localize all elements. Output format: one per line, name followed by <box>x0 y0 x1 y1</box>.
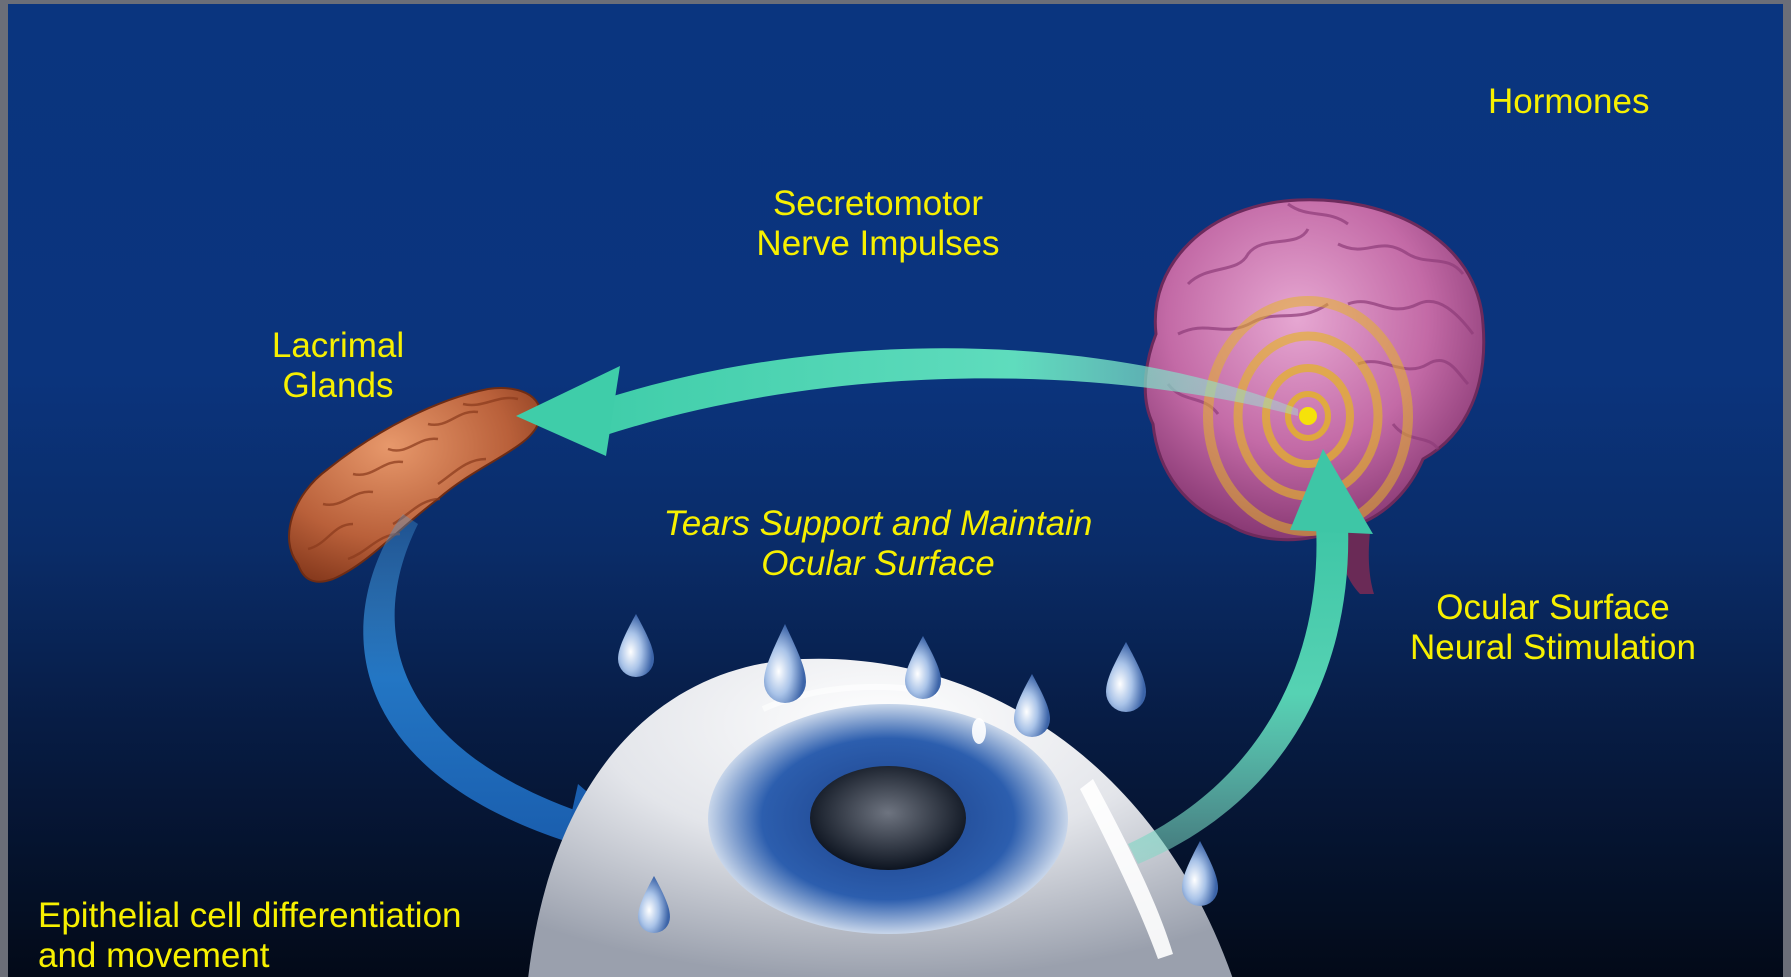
tear-drop <box>764 624 806 703</box>
diagram-stage: Hormones Secretomotor Nerve Impulses Lac… <box>8 4 1783 977</box>
secretomotor-line-2: Nerve Impulses <box>728 224 1028 264</box>
tear-film-diagram <box>8 4 1783 977</box>
lacrimal-line-1: Lacrimal <box>248 326 428 366</box>
hormones-label: Hormones <box>1488 82 1649 122</box>
ocular-line-1: Ocular Surface <box>1398 588 1708 628</box>
epithelial-label: Epithelial cell differentiation and move… <box>38 896 462 976</box>
tear-drop <box>1014 674 1050 737</box>
lacrimal-line-2: Glands <box>248 366 428 406</box>
tear-drop <box>1182 841 1218 906</box>
secretomotor-label: Secretomotor Nerve Impulses <box>728 184 1028 264</box>
tear-drop <box>905 636 941 699</box>
lacrimal-glands-label: Lacrimal Glands <box>248 326 428 406</box>
ocular-surface-label: Ocular Surface Neural Stimulation <box>1398 588 1708 668</box>
epithelial-line-2: and movement <box>38 936 462 976</box>
tear-drop <box>1106 642 1146 712</box>
tear-drop <box>618 614 654 677</box>
tears-line-1: Tears Support and Maintain <box>648 504 1108 544</box>
tears-line-2: Ocular Surface <box>648 544 1108 584</box>
secretomotor-line-1: Secretomotor <box>728 184 1028 224</box>
ocular-line-2: Neural Stimulation <box>1398 628 1708 668</box>
tears-support-label: Tears Support and Maintain Ocular Surfac… <box>648 504 1108 584</box>
epithelial-line-1: Epithelial cell differentiation <box>38 896 462 936</box>
lacrimal-gland-illustration <box>289 388 540 582</box>
